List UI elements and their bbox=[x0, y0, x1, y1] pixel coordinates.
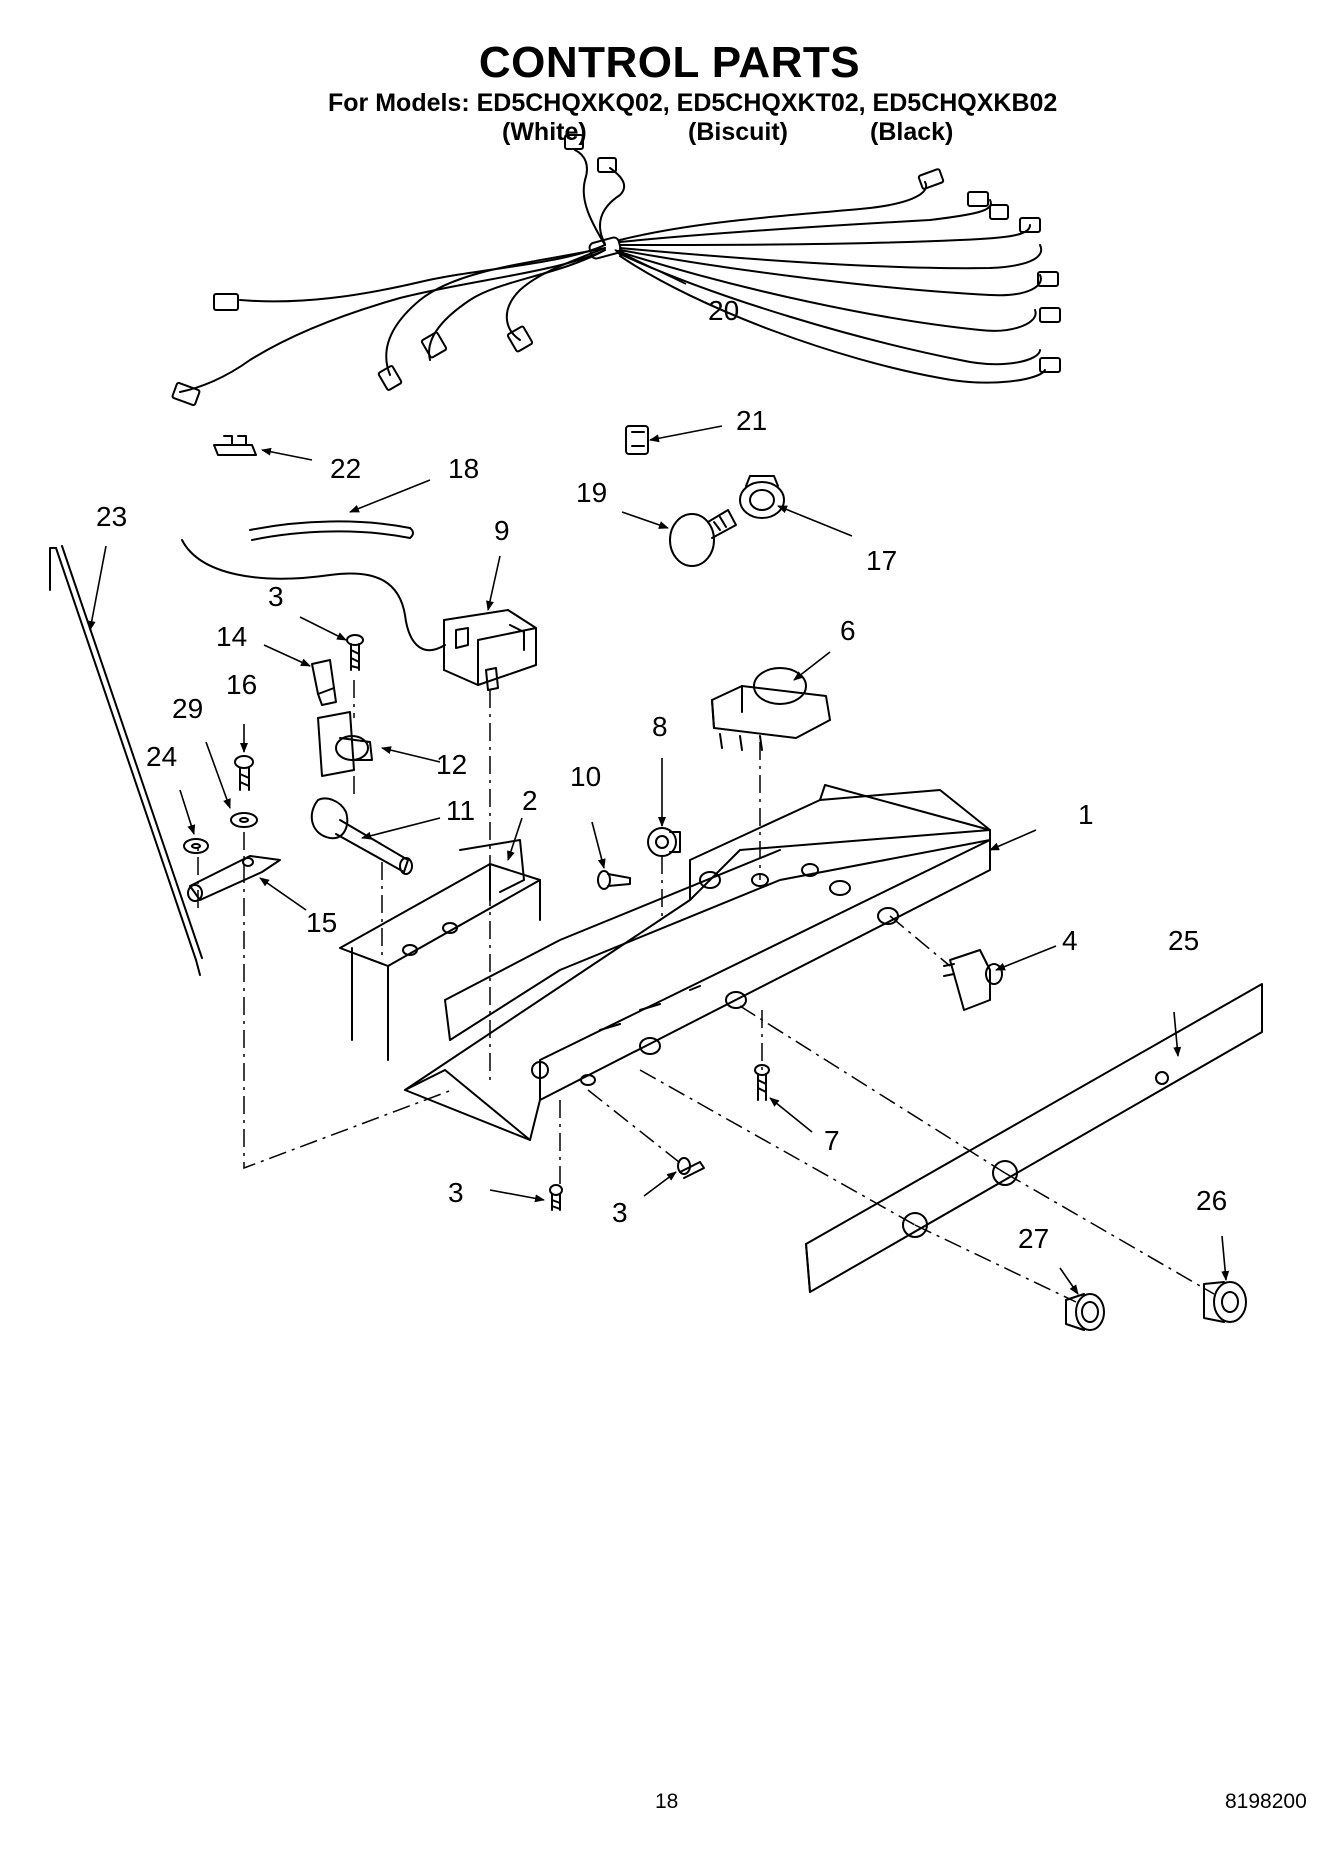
callout-7: 7 bbox=[824, 1125, 840, 1156]
callout-12: 12 bbox=[436, 749, 467, 780]
callout-3-upper: 3 bbox=[268, 581, 284, 612]
callout-27: 27 bbox=[1018, 1223, 1049, 1254]
part-clip-21 bbox=[625, 425, 649, 455]
part-thermostat-9 bbox=[443, 609, 537, 691]
part-tube-18 bbox=[249, 520, 414, 541]
part-switch-4 bbox=[943, 949, 1003, 1011]
part-shaft-11 bbox=[310, 797, 413, 875]
capillary-tube bbox=[181, 539, 446, 652]
callout-21: 21 bbox=[736, 405, 767, 436]
callout-14: 14 bbox=[216, 621, 247, 652]
variant-white: (White) bbox=[502, 118, 587, 146]
callout-8: 8 bbox=[652, 711, 668, 742]
callout-26: 26 bbox=[1196, 1185, 1227, 1216]
callout-6: 6 bbox=[840, 615, 856, 646]
part-lever-15 bbox=[187, 855, 281, 902]
part-bulb-19 bbox=[669, 509, 737, 567]
callout-10: 10 bbox=[570, 761, 601, 792]
callout-3-lower: 3 bbox=[448, 1177, 464, 1208]
page-number: 18 bbox=[655, 1790, 679, 1813]
part-bracket-2 bbox=[339, 839, 541, 1061]
part-knob-26 bbox=[1203, 1281, 1247, 1323]
callout-2: 2 bbox=[522, 785, 538, 816]
part-knob-27 bbox=[1065, 1293, 1105, 1331]
part-screw-3-right bbox=[677, 1157, 705, 1179]
part-screw-3-lower bbox=[549, 1184, 563, 1211]
callout-16: 16 bbox=[226, 669, 257, 700]
callout-11: 11 bbox=[446, 795, 475, 826]
part-housing-1 bbox=[404, 784, 991, 1141]
callout-22: 22 bbox=[330, 453, 361, 484]
callout-4: 4 bbox=[1062, 925, 1078, 956]
part-screw-7 bbox=[754, 1064, 770, 1101]
callout-25: 25 bbox=[1168, 925, 1199, 956]
part-screw-16 bbox=[234, 755, 254, 791]
variant-biscuit: (Biscuit) bbox=[688, 118, 788, 146]
callout-29: 29 bbox=[172, 693, 203, 724]
callout-20: 20 bbox=[708, 295, 739, 326]
part-grommet-8 bbox=[647, 827, 681, 857]
models-line: For Models: ED5CHQXKQ02, ED5CHQXKT02, ED… bbox=[328, 89, 1058, 117]
callout-23: 23 bbox=[96, 501, 127, 532]
callout-labels: 20 21 22 18 23 19 17 9 3 14 6 16 29 12 8… bbox=[96, 295, 1227, 1254]
callout-18: 18 bbox=[448, 453, 479, 484]
part-socket-17 bbox=[739, 475, 785, 519]
leader-lines bbox=[87, 249, 1230, 1295]
part-washer-24 bbox=[183, 838, 209, 854]
part-washer-29 bbox=[230, 812, 258, 828]
callout-19: 19 bbox=[576, 477, 607, 508]
part-clip-22 bbox=[213, 435, 257, 456]
callout-17: 17 bbox=[866, 545, 897, 576]
callout-24: 24 bbox=[146, 741, 177, 772]
callout-1: 1 bbox=[1078, 799, 1094, 830]
doc-number: 8198200 bbox=[1225, 1790, 1307, 1813]
part-panel-25 bbox=[805, 983, 1263, 1293]
callout-3-right: 3 bbox=[612, 1197, 628, 1228]
part-bracket-12 bbox=[317, 711, 373, 777]
variant-black: (Black) bbox=[870, 118, 954, 146]
part-clip-14 bbox=[311, 659, 337, 706]
part-rod-23 bbox=[49, 545, 203, 976]
page-title: CONTROL PARTS bbox=[478, 38, 861, 87]
part-timer-6 bbox=[711, 667, 831, 751]
wire-harness bbox=[171, 134, 1061, 407]
part-screw-10 bbox=[597, 870, 631, 890]
callout-9: 9 bbox=[494, 515, 510, 546]
assembly-lines bbox=[197, 680, 1215, 1303]
callout-15: 15 bbox=[306, 907, 337, 938]
part-screw-3-upper bbox=[346, 634, 364, 671]
